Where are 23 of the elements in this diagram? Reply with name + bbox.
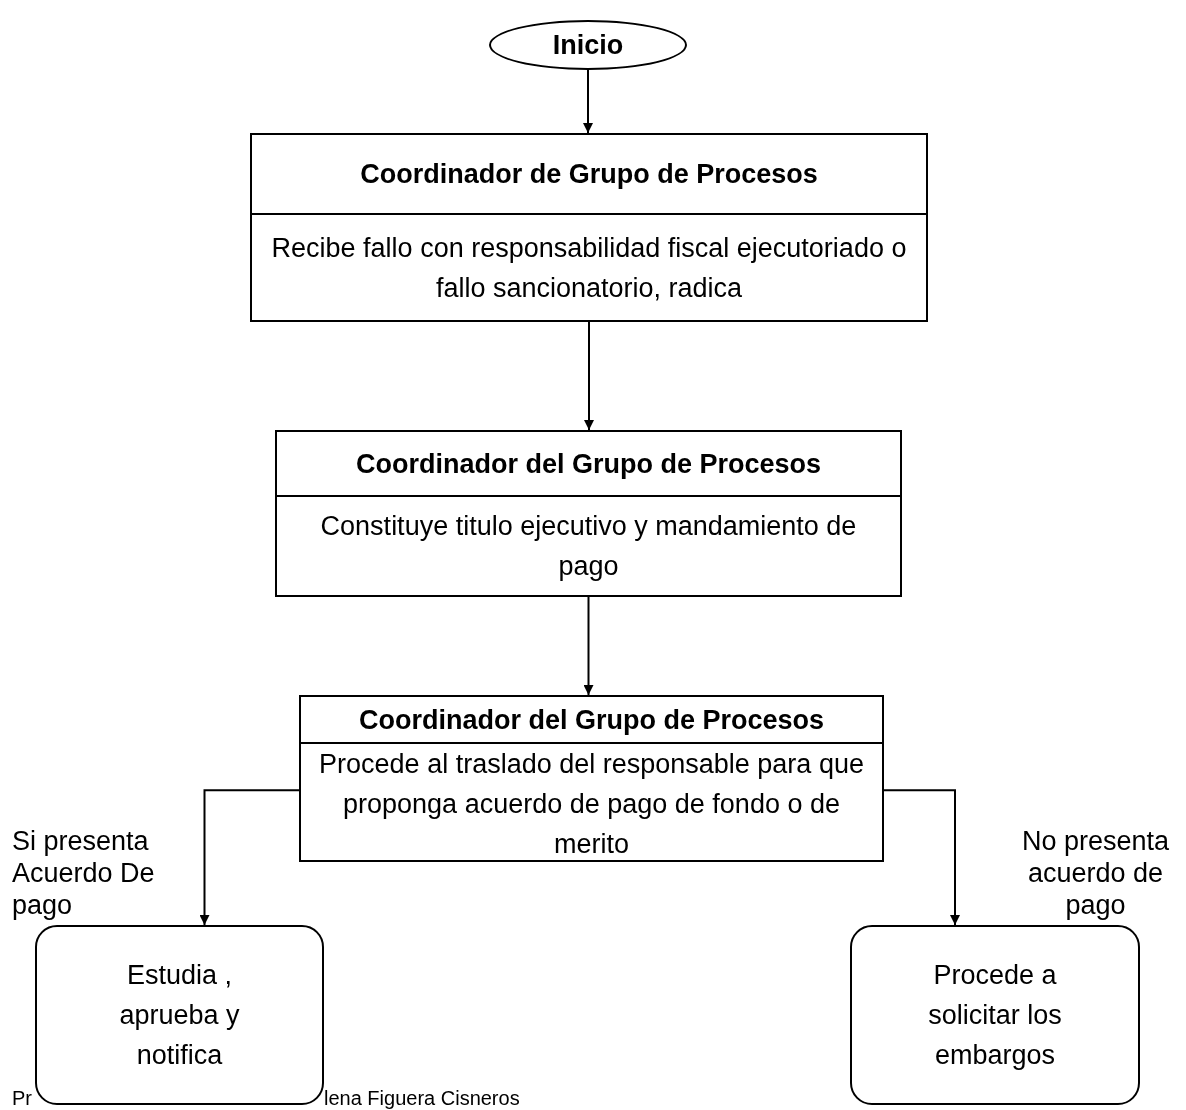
box-text: Constituye titulo ejecutivo y mandamiento de pago — [319, 510, 858, 583]
box-text: Estudia , aprueba y notifica — [118, 959, 241, 1072]
box-heading: Coordinador de Grupo de Procesos — [360, 158, 818, 191]
box-text: Procede a solicitar los embargos — [927, 959, 1063, 1072]
arrow — [583, 69, 593, 134]
process-box — [299, 695, 884, 862]
box-heading: Coordinador del Grupo de Procesos — [358, 703, 825, 737]
arrow — [583, 596, 594, 696]
process-box — [275, 430, 902, 597]
box-text: Recibe fallo con responsabilidad fiscal ejecutoriado o fallo sancionatorio, radica — [270, 231, 908, 305]
process-box — [35, 925, 324, 1105]
footer-text: Pr — [12, 1086, 32, 1110]
start-label: Inicio — [552, 29, 624, 62]
arrow — [584, 321, 594, 431]
edge-label: Si presenta Acuerdo De pago — [12, 825, 156, 921]
arrow — [199, 789, 300, 926]
box-text: Procede al traslado del responsable para que proponga acuerdo de pago de fondo o de merito — [318, 748, 865, 861]
edge-label: No presenta acuerdo de pago — [1020, 825, 1171, 921]
footer-text: lena Figuera Cisneros — [324, 1086, 520, 1110]
arrow — [883, 789, 960, 926]
box-heading: Coordinador del Grupo de Procesos — [355, 447, 822, 481]
process-box — [250, 133, 928, 322]
process-box — [850, 925, 1140, 1105]
